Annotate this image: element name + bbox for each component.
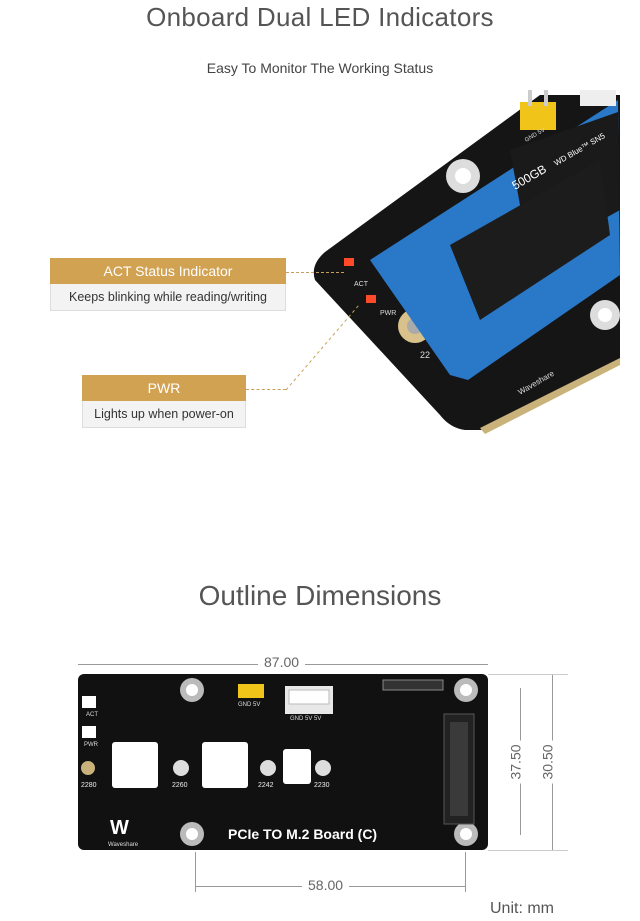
hole-spacing-dim-text: 58.00: [302, 877, 350, 893]
board-features: W ACT PWR GND 5V GND 5V 5V 2280 2260 224…: [81, 678, 478, 848]
board-gnd-text: GND 5V: [238, 702, 260, 708]
pwr-leader-line: [246, 389, 286, 390]
section-subtitle: Easy To Monitor The Working Status: [206, 60, 434, 76]
pwr-led: [366, 295, 376, 303]
height-outer-dim-text: 30.50: [539, 740, 556, 784]
pin-header: [520, 102, 556, 130]
height-inner-dim-text: 37.50: [507, 740, 524, 784]
section-title-dimensions: Outline Dimensions: [198, 580, 442, 611]
waveshare-logo-icon: W: [110, 817, 129, 839]
width-dim-text: 87.00: [258, 654, 306, 670]
size-mark-text: 22: [420, 350, 430, 360]
screw-icon: [81, 761, 95, 775]
act-led-text: ACT: [354, 281, 369, 288]
hole-label-2242: 2242: [258, 782, 274, 789]
act-label-desc: Keeps blinking while reading/writing: [50, 284, 286, 311]
hole-label-2230: 2230: [314, 782, 330, 789]
board-brand-text: Waveshare: [108, 842, 139, 848]
pwr-label-title: PWR: [82, 375, 246, 401]
board-name-text: PCIe TO M.2 Board (C): [228, 826, 377, 842]
hole-label-2280: 2280: [81, 782, 97, 789]
board-act-text: ACT: [86, 712, 98, 718]
pwr-label-desc: Lights up when power-on: [82, 401, 246, 428]
section-title-indicators: Onboard Dual LED Indicators: [146, 2, 494, 32]
pwr-leader-diag: [285, 304, 360, 391]
product-photo: 500GB WD Blue™ SN5 GND 5V ACT PWR 22 Wav…: [313, 90, 620, 434]
act-label: ACT Status Indicator Keeps blinking whil…: [50, 258, 286, 311]
board-connector-text: GND 5V 5V: [290, 716, 321, 722]
pin-header: [238, 684, 264, 698]
unit-label: Unit: mm: [490, 900, 554, 917]
board-pwr-text: PWR: [84, 742, 99, 748]
act-led: [344, 258, 354, 266]
hole-label-2260: 2260: [172, 782, 188, 789]
pwr-label: PWR Lights up when power-on: [82, 375, 246, 428]
pwr-led-text: PWR: [380, 310, 396, 317]
act-leader-line: [286, 272, 344, 273]
act-label-title: ACT Status Indicator: [50, 258, 286, 284]
